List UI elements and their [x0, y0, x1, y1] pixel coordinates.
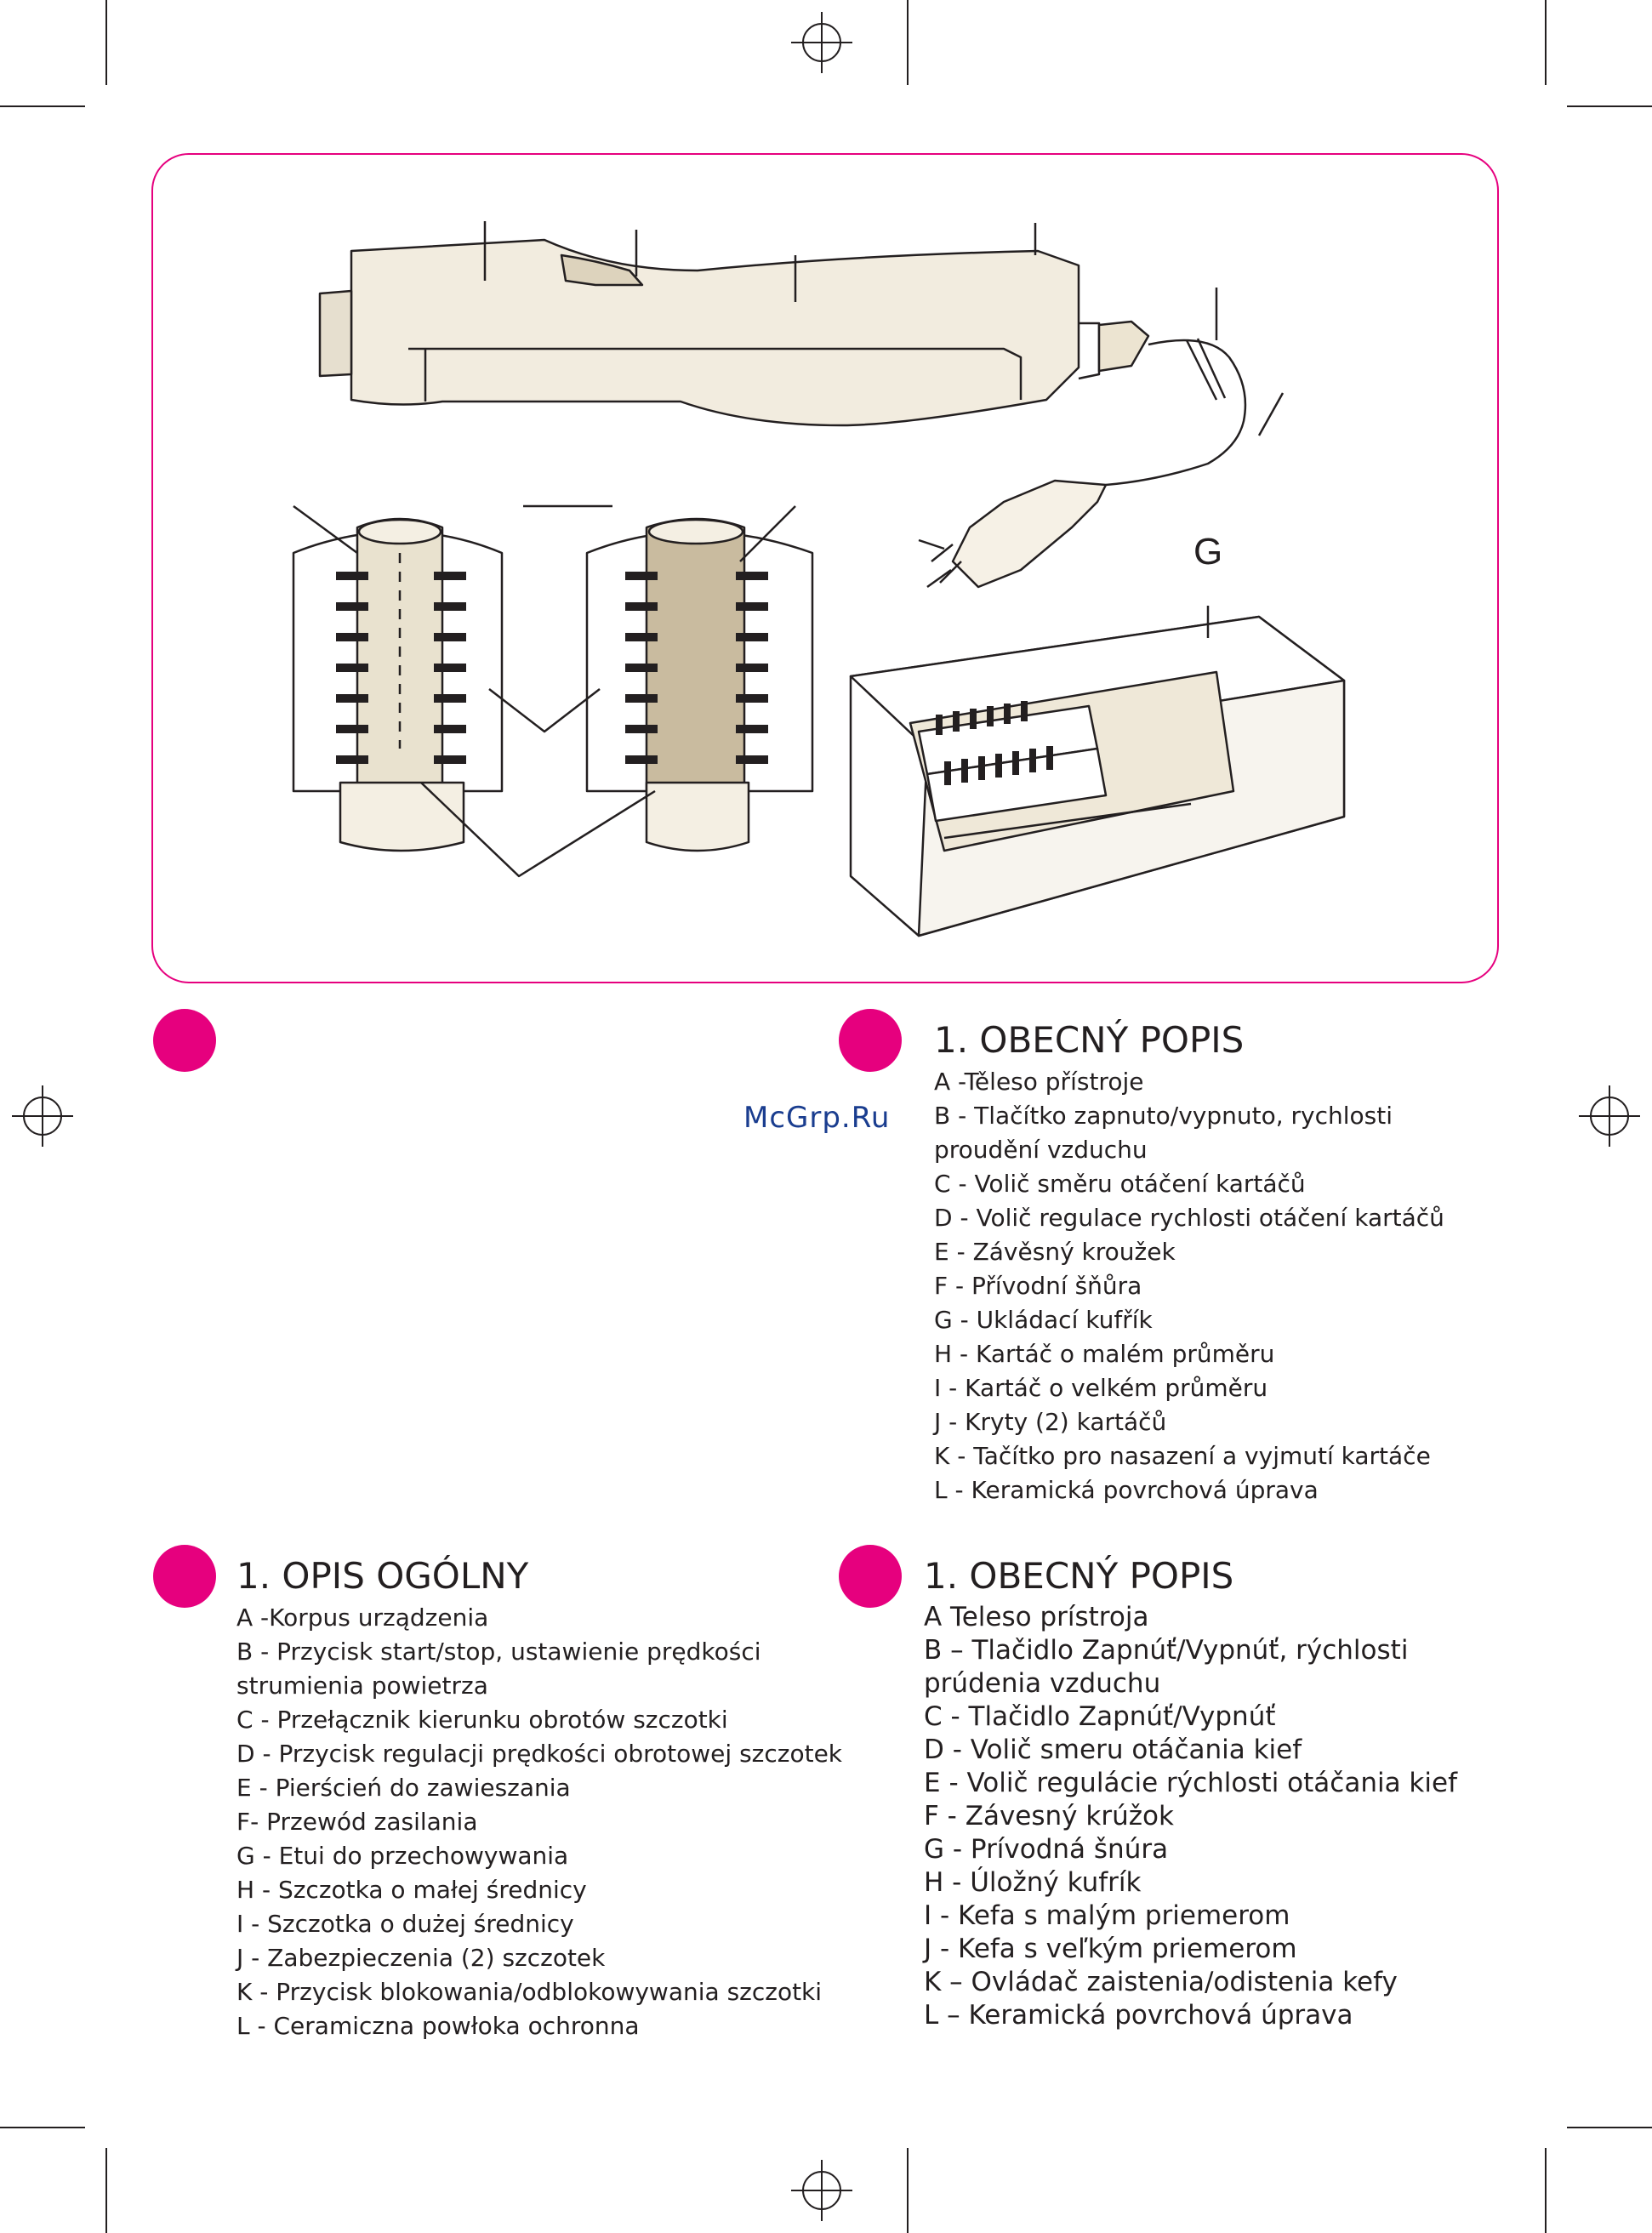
language-dot-1: [153, 1009, 216, 1072]
callout-g-label: G: [1193, 531, 1222, 572]
list-item: L - Ceramiczna powłoka ochronna: [236, 2012, 640, 2040]
list-item: A -Těleso přístroje: [934, 1068, 1144, 1096]
section-title: 1. OBECNÝ POPIS: [924, 1555, 1234, 1597]
list-item: G - Prívodná šnúra: [924, 1834, 1169, 1865]
list-item: F- Przewód zasilania: [236, 1808, 478, 1836]
list-item: H - Úložný kufrík: [924, 1867, 1142, 1898]
list-item: K - Przycisk blokowania/odblokowywania s…: [236, 1978, 823, 2006]
crop-mark: [1567, 105, 1652, 107]
crop-mark: [907, 2148, 909, 2233]
list-item: G - Ukládací kufřík: [934, 1306, 1153, 1334]
device-body-illustration: [318, 221, 1285, 589]
list-item: I - Kartáč o velkém průměru: [934, 1374, 1268, 1402]
list-item: B - Przycisk start/stop, ustawienie pręd…: [236, 1638, 761, 1666]
crop-mark: [105, 0, 107, 85]
list-item: prúdenia vzduchu: [924, 1668, 1161, 1699]
large-brush-illustration: [585, 517, 814, 852]
list-item: E - Volič regulácie rýchlosti otáčania k…: [924, 1768, 1457, 1798]
list-item: C - Volič směru otáčení kartáčů: [934, 1170, 1306, 1198]
list-item: D - Volič smeru otáčania kief: [924, 1735, 1302, 1765]
list-item: I - Szczotka o dużej średnicy: [236, 1910, 574, 1938]
pl-section: 1. OPIS OGÓLNY A -Korpus urządzenia B - …: [236, 1555, 842, 2043]
list-item: G - Etui do przechowywania: [236, 1842, 569, 1870]
list-item: K – Ovládač zaistenia/odistenia kefy: [924, 1967, 1398, 1997]
list-item: B - Tlačítko zapnuto/vypnuto, rychlosti: [934, 1102, 1393, 1130]
list-item: A -Korpus urządzenia: [236, 1604, 489, 1632]
crop-mark: [1545, 2148, 1547, 2233]
language-dot-3: [153, 1545, 216, 1608]
small-brush-illustration: [292, 517, 504, 852]
list-item: E - Závěsný kroužek: [934, 1238, 1176, 1266]
storage-case-illustration: [849, 606, 1346, 937]
list-item: D - Volič regulace rychlosti otáčení kar…: [934, 1204, 1444, 1232]
crop-mark: [0, 2127, 85, 2128]
list-item: K - Tačítko pro nasazení a vyjmutí kartá…: [934, 1442, 1431, 1470]
crop-mark: [105, 2148, 107, 2233]
list-item: F - Závesný krúžok: [924, 1801, 1174, 1831]
list-item: H - Szczotka o małej średnicy: [236, 1876, 587, 1904]
list-item: J - Kryty (2) kartáčů: [934, 1408, 1167, 1436]
section-title: 1. OPIS OGÓLNY: [236, 1555, 529, 1597]
crop-mark: [0, 105, 85, 107]
crop-mark: [1545, 0, 1547, 85]
list-item: J - Kefa s veľkým priemerom: [924, 1934, 1297, 1964]
list-item: E - Pierścień do zawieszania: [236, 1774, 571, 1802]
sk-item-list: A Teleso prístroja B – Tlačidlo Zapnúť/V…: [924, 1601, 1457, 2032]
crop-mark: [907, 0, 909, 85]
watermark: McGrp.Ru: [743, 1101, 891, 1135]
list-item: B – Tlačidlo Zapnúť/Vypnúť, rýchlosti: [924, 1635, 1409, 1666]
brush-bristles: [336, 572, 1053, 785]
section-title: 1. OBECNÝ POPIS: [934, 1019, 1245, 1061]
crop-mark: [1567, 2127, 1652, 2128]
pl-item-list: A -Korpus urządzenia B - Przycisk start/…: [236, 1601, 842, 2043]
list-item: strumienia powietrza: [236, 1672, 488, 1700]
product-diagram-frame: [151, 153, 1499, 983]
language-dot-4: [839, 1545, 902, 1608]
cs-item-list: A -Těleso přístroje B - Tlačítko zapnuto…: [934, 1065, 1444, 1507]
list-item: F - Přívodní šňůra: [934, 1272, 1142, 1300]
list-item: L – Keramická povrchová úprava: [924, 2000, 1353, 2031]
list-item: C - Tlačidlo Zapnúť/Vypnúť: [924, 1701, 1276, 1732]
sk-section: 1. OBECNÝ POPIS A Teleso prístroja B – T…: [924, 1555, 1457, 2032]
list-item: H - Kartáč o malém průměru: [934, 1340, 1275, 1368]
product-diagram: G: [292, 221, 1346, 937]
list-item: proudění vzduchu: [934, 1136, 1148, 1164]
list-item: A Teleso prístroja: [924, 1602, 1149, 1632]
list-item: D - Przycisk regulacji prędkości obrotow…: [236, 1740, 843, 1768]
list-item: I - Kefa s malým priemerom: [924, 1900, 1290, 1931]
list-item: J - Zabezpieczenia (2) szczotek: [236, 1944, 606, 1972]
cs-section: 1. OBECNÝ POPIS A -Těleso přístroje B - …: [934, 1019, 1444, 1507]
language-dot-2: [839, 1009, 902, 1072]
list-item: L - Keramická povrchová úprava: [934, 1476, 1319, 1504]
list-item: C - Przełącznik kierunku obrotów szczotk…: [236, 1706, 728, 1734]
